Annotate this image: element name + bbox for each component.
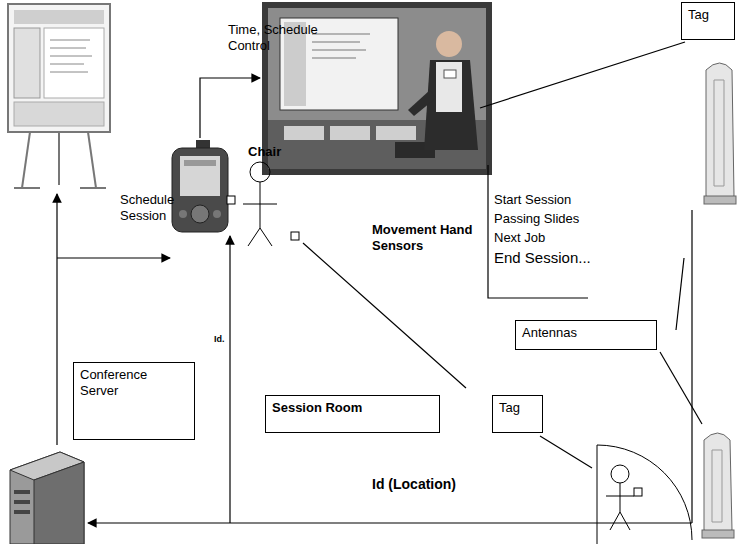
- box-text: Conference Server: [80, 367, 170, 399]
- antenna-gate: [704, 63, 736, 204]
- box-text: Tag: [499, 400, 520, 416]
- antennas-box: Antennas: [515, 320, 657, 350]
- box-text: Antennas: [522, 325, 577, 341]
- action-label: Start Session: [494, 192, 571, 208]
- attendee-person: [597, 445, 692, 544]
- flow-label: Schedule Session: [120, 192, 190, 224]
- chair-person: [243, 162, 299, 246]
- antenna-gate: [702, 433, 734, 538]
- wire: [57, 42, 702, 523]
- whiteboard-illustration: [8, 4, 110, 188]
- role-label: Chair: [248, 144, 281, 160]
- room-box: Session Room: [265, 395, 440, 433]
- box-text: Tag: [688, 7, 709, 23]
- action-label: Next Job: [494, 230, 545, 246]
- tag-box: Tag: [492, 395, 543, 433]
- pda-device: [172, 140, 235, 232]
- flow-label: Time, Schedule Control: [228, 22, 328, 54]
- box-text: Session Room: [272, 400, 362, 416]
- sensor-label: Movement Hand Sensors: [372, 222, 482, 254]
- tag-box: Tag: [681, 2, 735, 40]
- action-label: Passing Slides: [494, 211, 579, 227]
- id-label: Id.: [214, 334, 225, 345]
- action-label: End Session...: [494, 249, 591, 267]
- id-label: Id (Location): [372, 476, 456, 493]
- server-computer: [10, 452, 84, 544]
- server-box: Conference Server: [73, 362, 195, 440]
